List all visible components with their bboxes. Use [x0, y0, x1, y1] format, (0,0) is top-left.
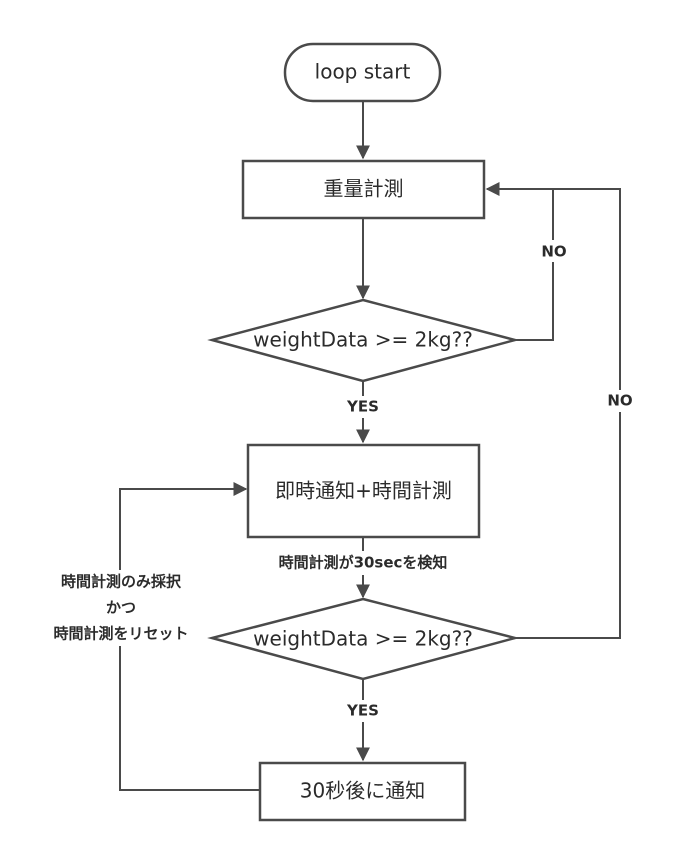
node-notify-after: 30秒後に通知: [258, 761, 467, 822]
node-decision1: weightData >= 2kg??: [207, 298, 520, 383]
edge-label-bg: [262, 551, 464, 575]
node-start-label: loop start: [315, 60, 411, 84]
decision2-yes-label: YES: [346, 702, 379, 720]
loop-back-label-line1: 時間計測のみ採択: [61, 573, 182, 591]
node-notify-and-time: 即時通知+時間計測: [246, 443, 481, 539]
edge-decision1-no: [485, 182, 554, 341]
edge-label-bg: [343, 396, 383, 418]
edge-label-bg: [603, 390, 639, 412]
edge-label-bg: [343, 700, 383, 722]
node-measure-weight-label: 重量計測: [324, 177, 404, 201]
node-decision2-label: weightData >= 2kg??: [253, 627, 473, 651]
node-notify-after-label: 30秒後に通知: [300, 779, 425, 803]
node-start: loop start: [283, 42, 442, 103]
edge-label-bg: [538, 240, 570, 262]
node-decision1-label: weightData >= 2kg??: [253, 328, 473, 352]
decision2-no-label: NO: [607, 392, 632, 410]
time-detect-label: 時間計測が30secを検知: [279, 554, 448, 572]
decision1-no-label: NO: [541, 243, 566, 261]
loop-back-label-line2: かつ: [106, 599, 136, 617]
node-notify-and-time-label: 即時通知+時間計測: [275, 479, 452, 503]
edge-decision2-no: [515, 188, 621, 639]
decision1-yes-label: YES: [346, 398, 379, 416]
edge-label-bg: [38, 570, 204, 646]
loop-back-label-line3: 時間計測をリセット: [53, 625, 188, 643]
node-decision2: weightData >= 2kg??: [207, 597, 520, 681]
node-measure-weight: 重量計測: [241, 159, 486, 220]
